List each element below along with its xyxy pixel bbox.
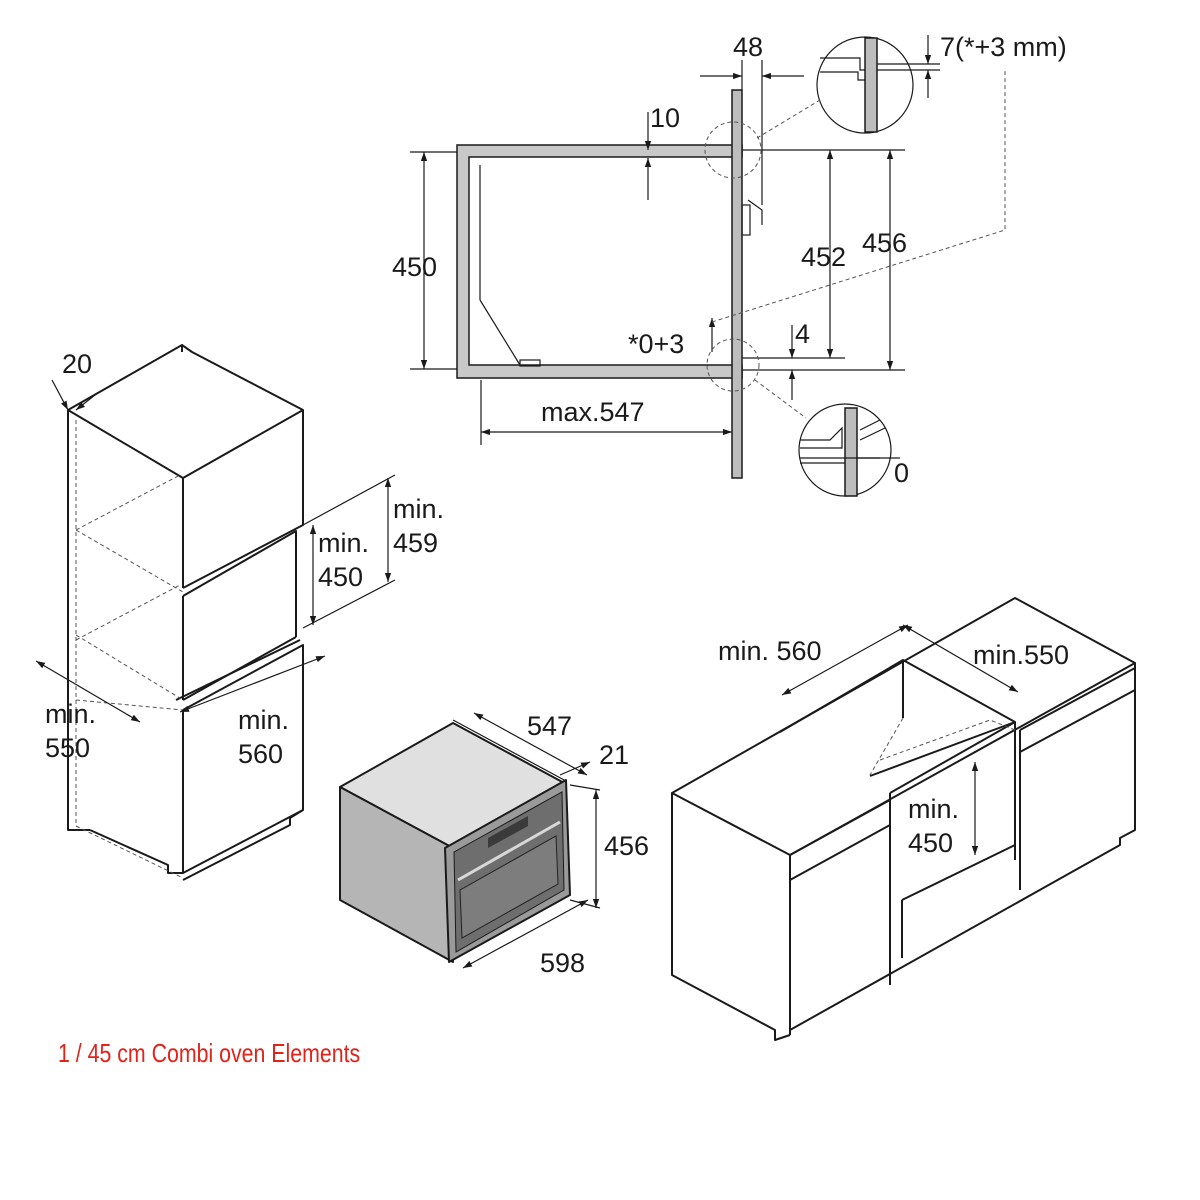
dim-450-height: 450: [392, 252, 437, 282]
dim-min-459-value: 459: [393, 528, 438, 558]
dim-452: 452: [801, 242, 846, 272]
dim-4: 4: [795, 319, 810, 349]
oven-dim-21: 21: [599, 740, 629, 770]
oven-dim-547: 547: [527, 711, 572, 741]
dim-min-550-value: 550: [45, 733, 90, 763]
oven-dim-598: 598: [540, 948, 585, 978]
base-cabinet: min. 560 min.550 min. 450: [671, 597, 1136, 1041]
dim-10: 10: [650, 103, 680, 133]
oven-unit: 547 21 456 598: [339, 711, 649, 978]
dim-48: 48: [733, 32, 763, 62]
dim-min-550-label: min.: [45, 699, 96, 729]
dim-max-547: max.547: [541, 397, 645, 427]
dim-min-560-label: min.: [238, 705, 289, 735]
dim-min-450-value: 450: [318, 562, 363, 592]
base-dim-min-550: min.550: [973, 640, 1069, 670]
oven-dim-456: 456: [604, 831, 649, 861]
caption: 1 / 45 cm Combi oven Elements: [58, 1038, 361, 1068]
dim-0-plus-3: *0+3: [628, 329, 684, 359]
dim-min-560-value: 560: [238, 739, 283, 769]
section-view: 48 7(*+3 mm) 10 450 452 456 *0+3 4 max.5…: [392, 32, 1067, 497]
base-dim-min-450-label: min.: [908, 794, 959, 824]
dim-min-459-label: min.: [393, 494, 444, 524]
dim-min-450-label: min.: [318, 528, 369, 558]
base-dim-min-450-value: 450: [908, 828, 953, 858]
dim-7-plus-3mm: 7(*+3 mm): [940, 32, 1067, 62]
base-dim-min-560: min. 560: [718, 636, 822, 666]
tall-cabinet: 20 min. 459 min. 450 min. 550 min. 560: [35, 344, 444, 881]
dim-456-height: 456: [862, 228, 907, 258]
dim-20: 20: [62, 349, 92, 379]
dim-0: 0: [894, 458, 909, 488]
